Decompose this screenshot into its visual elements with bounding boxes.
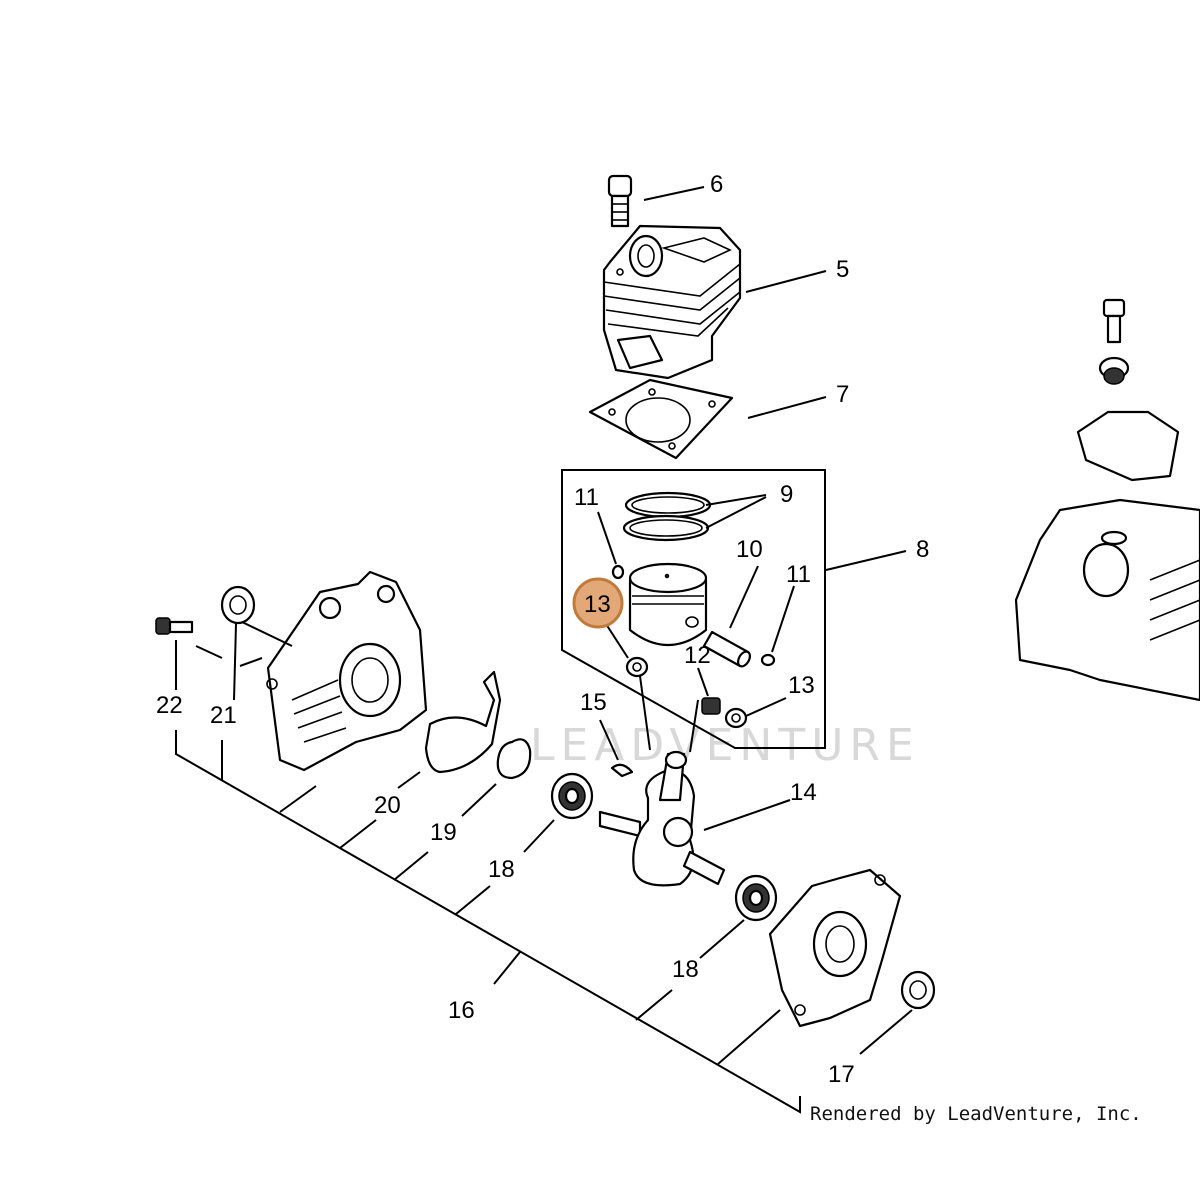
piston-pin[interactable] <box>702 630 752 668</box>
washer-right[interactable] <box>724 707 748 729</box>
callout-11-right[interactable]: 11 <box>786 561 811 588</box>
oil-seal-right[interactable] <box>900 970 936 1010</box>
callout-11-left[interactable]: 11 <box>574 484 599 511</box>
washer-left[interactable] <box>625 656 649 678</box>
circlip-right[interactable] <box>760 653 776 667</box>
callout-18-left[interactable]: 18 <box>488 856 515 883</box>
leader-lines <box>175 186 913 1114</box>
callout-15[interactable]: 15 <box>580 689 607 716</box>
callout-16[interactable]: 16 <box>448 997 475 1024</box>
piston-rings[interactable] <box>622 491 712 542</box>
callout-13[interactable]: 13 <box>788 672 815 699</box>
callout-20[interactable]: 20 <box>374 792 401 819</box>
callout-5[interactable]: 5 <box>836 256 849 283</box>
piston-kit-box <box>561 469 826 749</box>
callout-13-highlighted[interactable]: 13 <box>584 591 611 618</box>
callout-19[interactable]: 19 <box>430 819 457 846</box>
circlip-left[interactable] <box>611 564 625 580</box>
highlight-marker[interactable] <box>572 577 624 629</box>
snap-ring[interactable] <box>496 738 532 780</box>
cylinder-bolt[interactable] <box>607 174 633 228</box>
crankshaft[interactable] <box>598 750 726 887</box>
callout-17[interactable]: 17 <box>828 1061 855 1088</box>
callout-18-right[interactable]: 18 <box>672 956 699 983</box>
crankcase-gasket[interactable] <box>424 670 502 774</box>
cylinder-gasket[interactable] <box>588 378 734 460</box>
woodruff-key[interactable] <box>610 763 634 778</box>
callout-21[interactable]: 21 <box>210 702 237 729</box>
bearing-left[interactable] <box>550 772 594 820</box>
callout-22[interactable]: 22 <box>156 692 183 719</box>
callout-9[interactable]: 9 <box>780 481 793 508</box>
oil-seal-left[interactable] <box>220 585 256 625</box>
callout-10[interactable]: 10 <box>736 536 763 563</box>
callout-6[interactable]: 6 <box>710 171 723 198</box>
callout-12[interactable]: 12 <box>684 642 711 669</box>
fan-cover-assembly[interactable] <box>1014 298 1200 702</box>
callout-8[interactable]: 8 <box>916 536 929 563</box>
crankcase-left[interactable] <box>266 570 428 772</box>
needle-bearing[interactable] <box>701 697 721 715</box>
callout-7[interactable]: 7 <box>836 381 849 408</box>
piston[interactable] <box>628 562 708 647</box>
callout-14[interactable]: 14 <box>790 779 817 806</box>
bearing-right[interactable] <box>734 874 778 922</box>
watermark: LEADVENTURE <box>530 720 920 771</box>
render-credit: Rendered by LeadVenture, Inc. <box>810 1103 1142 1125</box>
crankcase-bolt[interactable] <box>155 617 194 635</box>
cylinder[interactable] <box>602 224 742 380</box>
crankcase-right[interactable] <box>768 868 902 1028</box>
